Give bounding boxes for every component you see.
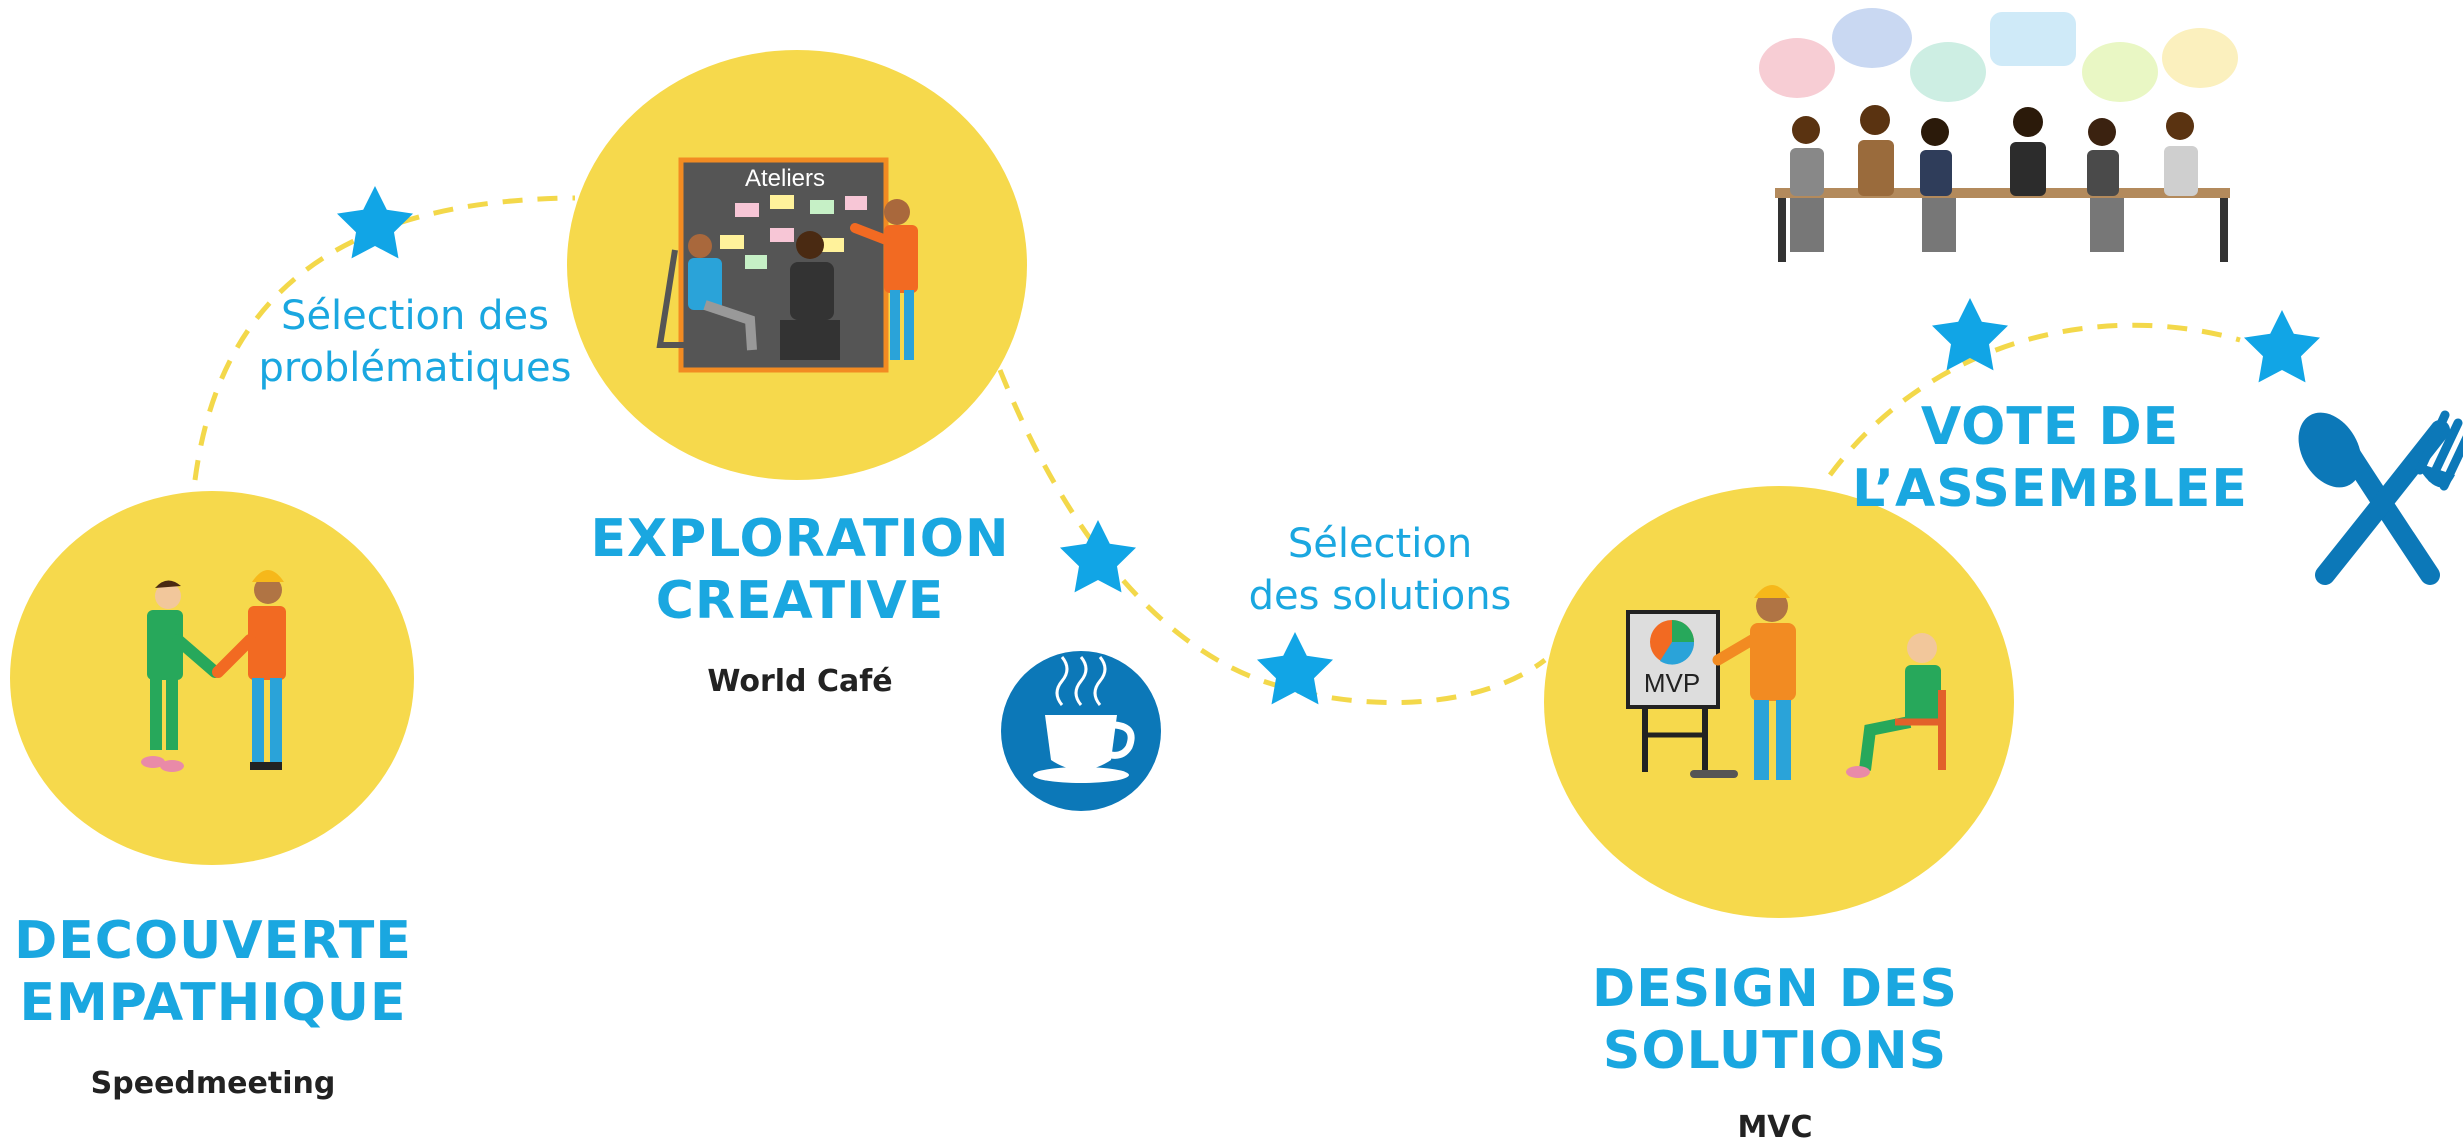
transition-label-problematiques: Sélection des problématiques bbox=[258, 293, 572, 391]
star-icon bbox=[2244, 310, 2320, 383]
star-icon bbox=[337, 186, 413, 259]
workshop-illustration-icon bbox=[656, 157, 918, 373]
stage-title-decouverte: DECOUVERTE EMPATHIQUE bbox=[14, 911, 412, 1033]
stage-title-exploration: EXPLORATION CREATIVE bbox=[590, 509, 1010, 631]
stage-title-vote: VOTE DE L’ASSEMBLEE bbox=[1852, 397, 2248, 519]
ateliers-board-label: Ateliers bbox=[745, 165, 825, 192]
stage-subtitle-exploration: World Café bbox=[707, 664, 893, 699]
mvp-presentation-illustration-icon bbox=[1626, 585, 1946, 780]
coffee-break-badge bbox=[1001, 651, 1161, 811]
journey-dashed-path bbox=[192, 195, 2241, 706]
coffee-cup-icon bbox=[1033, 656, 1135, 783]
assembly-illustration-icon bbox=[1759, 8, 2238, 262]
fork-spoon-icon bbox=[2298, 410, 2463, 585]
star-icon bbox=[1257, 632, 1333, 705]
stage-title-design: DESIGN DES SOLUTIONS bbox=[1592, 959, 1958, 1081]
transition-label-solutions: Sélection des solutions bbox=[1248, 521, 1512, 619]
stage-subtitle-design: MVC bbox=[1737, 1110, 1813, 1145]
stage-circle-decouverte bbox=[10, 491, 414, 865]
mvp-board-label: MVP bbox=[1644, 668, 1700, 698]
handshake-illustration-icon bbox=[141, 570, 286, 772]
stage-subtitle-decouverte: Speedmeeting bbox=[90, 1066, 336, 1101]
